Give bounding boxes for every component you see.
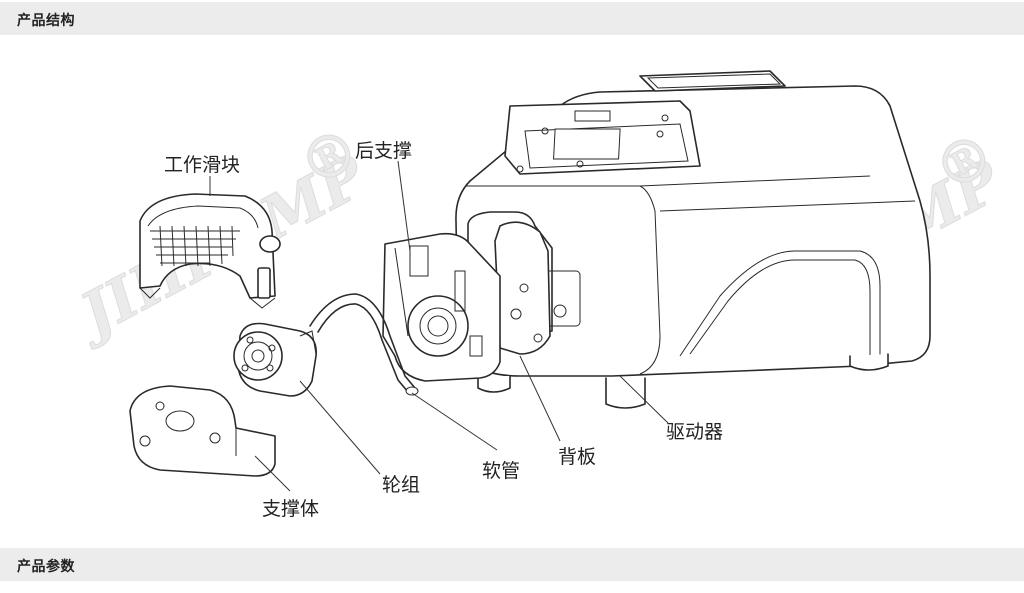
- label-hose: 软管: [482, 460, 521, 482]
- working-slider: [139, 193, 281, 309]
- label-wheel-group: 轮组: [382, 474, 421, 496]
- section-header-structure: 产品结构: [0, 2, 1024, 35]
- exploded-view-diagram: JIHPUMP ® JIHPUMP ® JIHPUMP ®: [0, 36, 1024, 546]
- back-plate: [494, 221, 561, 442]
- label-support-body: 支撑体: [262, 498, 320, 520]
- label-back-plate: 背板: [558, 446, 597, 468]
- hose: [309, 293, 498, 451]
- section-title-params: 产品参数: [17, 559, 75, 575]
- leader-driver: [619, 375, 669, 424]
- rear-support: [382, 160, 501, 382]
- slider-grid: [150, 225, 240, 267]
- label-working-slider: 工作滑块: [164, 154, 241, 176]
- section-title-structure: 产品结构: [17, 13, 75, 29]
- section-header-params: 产品参数: [0, 548, 1024, 581]
- support-body: [129, 385, 291, 492]
- label-rear-support: 后支撑: [355, 140, 413, 162]
- driver-housing: [455, 70, 931, 409]
- pump-illustration: JIHPUMP ® JIHPUMP ® JIHPUMP ®: [60, 70, 1013, 492]
- wheel-group: [233, 322, 381, 475]
- label-driver: 驱动器: [666, 421, 724, 443]
